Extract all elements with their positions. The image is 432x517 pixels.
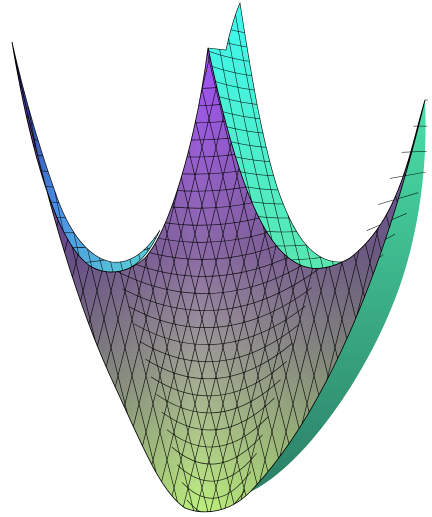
surface-plot	[11, 1, 428, 513]
paraboloid-surface-canvas	[11, 1, 428, 513]
